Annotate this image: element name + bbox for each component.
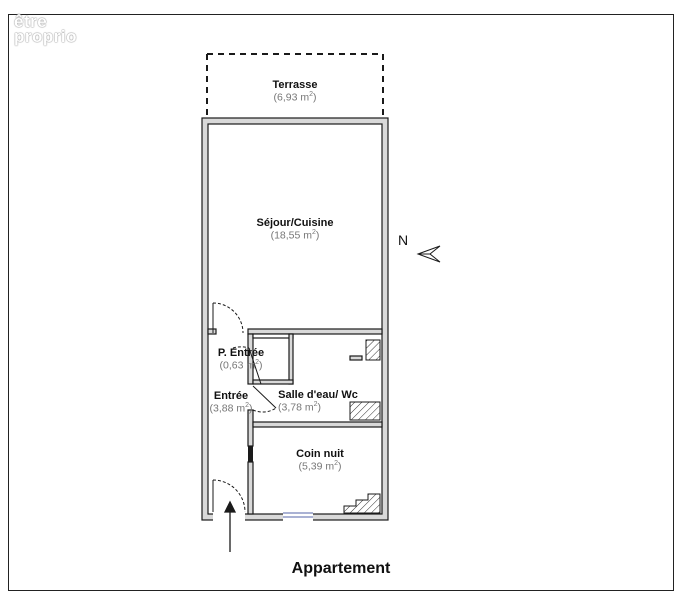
room-area: (3,78 m2) xyxy=(278,401,322,414)
room-name: Séjour/Cuisine xyxy=(256,217,334,229)
north-label: N xyxy=(398,232,409,248)
doors xyxy=(212,302,277,513)
coin-nuit-door-jamb xyxy=(248,446,253,462)
room-name: Coin nuit xyxy=(296,448,344,460)
watermark-line1: être xyxy=(14,12,48,31)
watermark-logo: être proprio xyxy=(14,12,77,46)
room-area: (18,55 m2) xyxy=(270,229,320,242)
room-label-coin-nuit: Coin nuit (5,39 m2) xyxy=(280,448,360,473)
room-name: Salle d'eau/ Wc xyxy=(278,389,358,401)
plan-title: Appartement xyxy=(291,560,391,577)
room-label-terrasse: Terrasse (6,93 m2) xyxy=(255,79,335,104)
terrasse-outline xyxy=(206,53,384,118)
north-arrow-icon xyxy=(416,245,441,263)
room-label-p-entree: P. Entrée (0,63 m2) xyxy=(206,347,276,372)
room-name: Entrée xyxy=(213,390,249,402)
room-name: Terrasse xyxy=(272,79,318,91)
room-area: (6,93 m2) xyxy=(273,91,317,104)
room-label-sejour: Séjour/Cuisine (18,55 m2) xyxy=(240,217,350,242)
watermark-line2: proprio xyxy=(14,27,77,46)
entrance-arrow xyxy=(223,500,237,552)
outer-walls xyxy=(201,117,389,522)
room-name: P. Entrée xyxy=(217,347,265,359)
room-area: (5,39 m2) xyxy=(298,460,342,473)
room-label-salle-eau: Salle d'eau/ Wc (3,78 m2) xyxy=(268,389,368,414)
room-area: (3,88 m2) xyxy=(209,402,253,415)
room-area: (0,63 m2) xyxy=(219,359,263,372)
plan-frame xyxy=(8,14,674,591)
room-label-entree: Entrée (3,88 m2) xyxy=(200,390,262,415)
hatched-fixtures xyxy=(343,339,381,514)
